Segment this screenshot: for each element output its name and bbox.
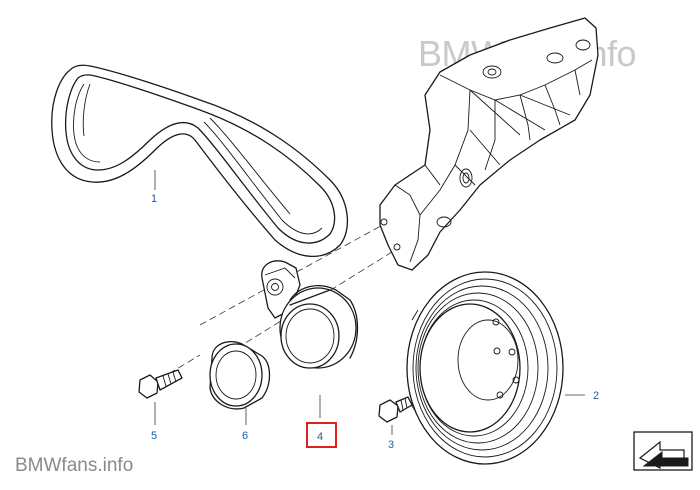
belt-tensioner[interactable] (261, 260, 359, 369)
bolt-short[interactable] (378, 396, 413, 423)
alignment-lines (149, 221, 401, 386)
leader-lines (154, 170, 585, 435)
guide-pulley[interactable] (209, 341, 271, 410)
part-label-1[interactable]: 1 (151, 193, 157, 205)
part-label-5[interactable]: 5 (151, 430, 157, 442)
highlight-box (306, 422, 337, 448)
part-label-6[interactable]: 6 (242, 430, 248, 442)
part-label-4[interactable]: 4 (317, 431, 323, 443)
watermark-bottom: BMWfans.info (15, 455, 133, 476)
part-label-3[interactable]: 3 (388, 439, 394, 451)
part-label-2[interactable]: 2 (593, 390, 599, 402)
arrow-icon[interactable] (633, 431, 693, 471)
drive-belt[interactable] (51, 64, 349, 257)
bolt-long[interactable] (138, 369, 183, 399)
bracket (379, 17, 599, 271)
belt-pulley[interactable] (406, 271, 564, 465)
